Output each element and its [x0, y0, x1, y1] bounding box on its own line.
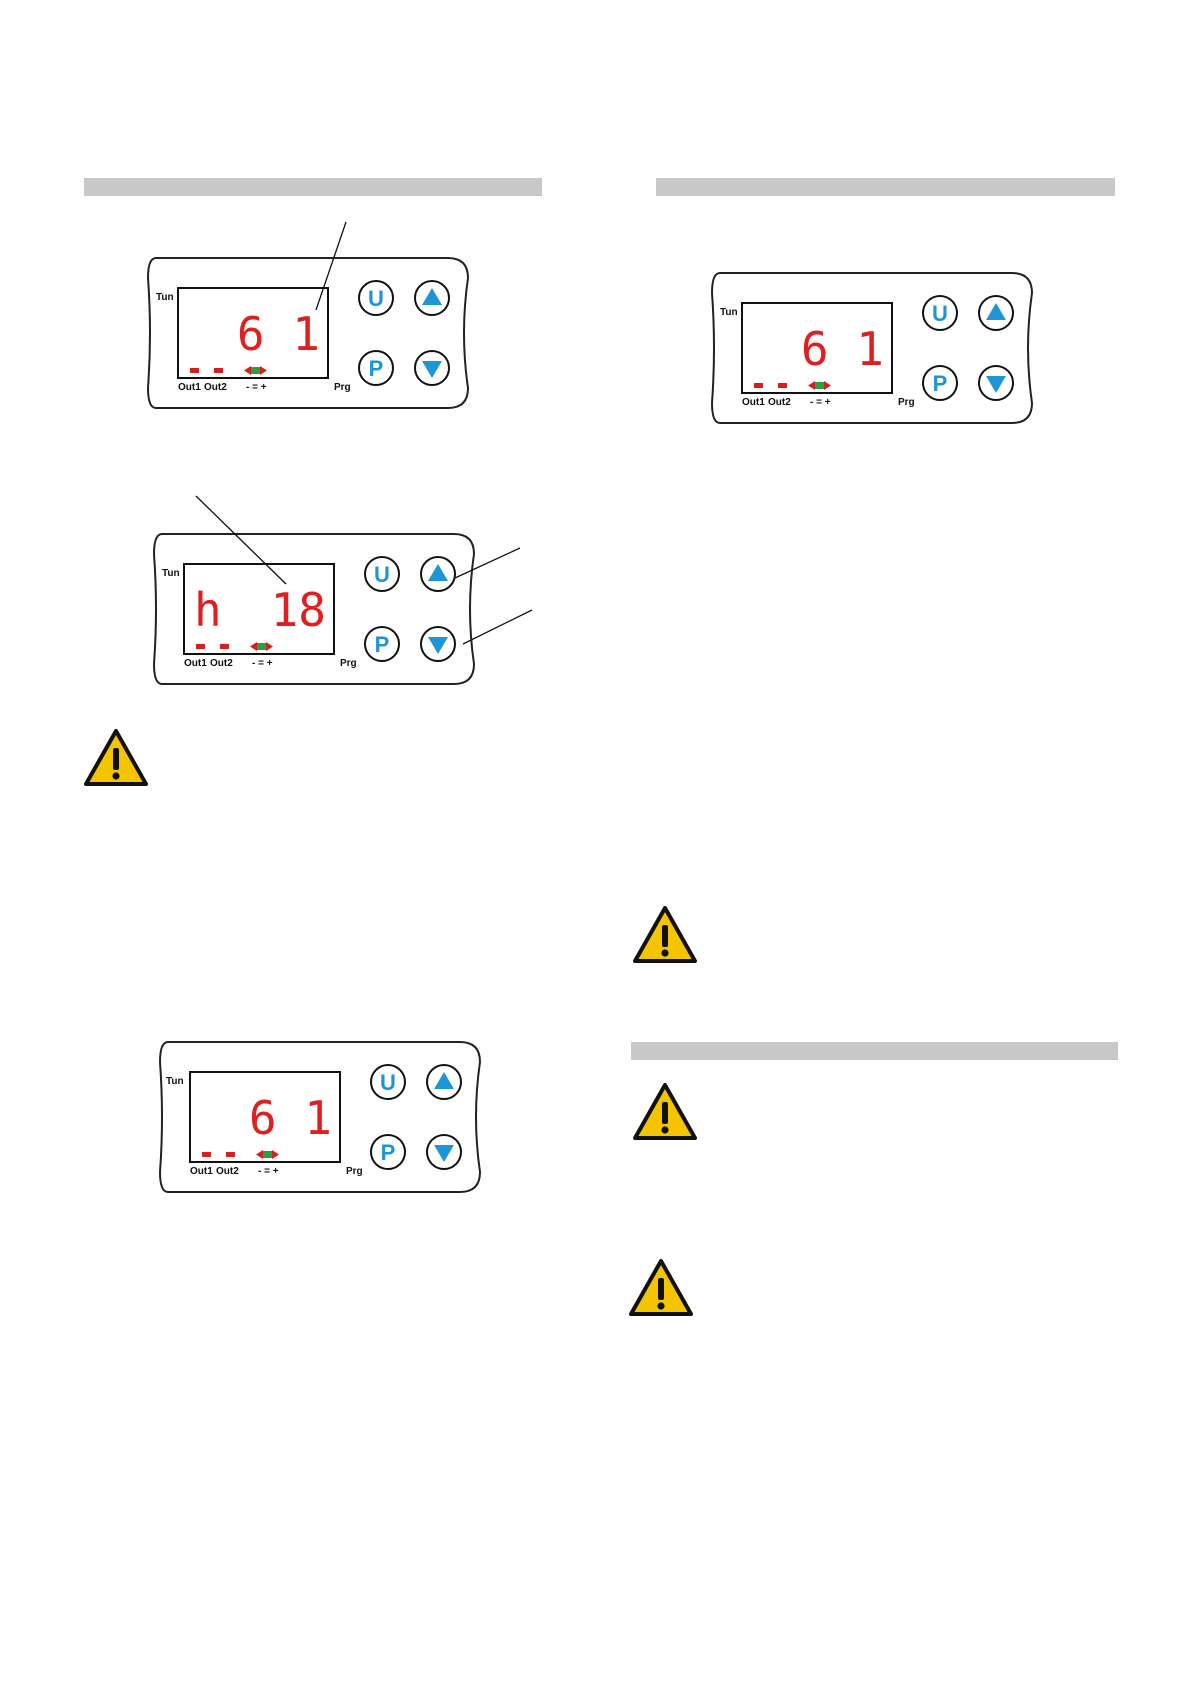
center-led: [263, 1151, 272, 1158]
out1-led: [202, 1152, 211, 1157]
svg-text:P: P: [375, 632, 390, 657]
controller-panel-3: Tun 6 1 Out1 Out2 - = + Prg U P: [158, 1041, 482, 1193]
out2-led: [778, 383, 787, 388]
controller-panel-4: Tun 6 1 Out1 Out2 - = + Prg U P: [710, 272, 1034, 424]
prg-label: Prg: [898, 397, 915, 408]
right-arrow-led: [272, 1150, 279, 1159]
p-button[interactable]: P: [370, 1134, 406, 1170]
arrow-up-icon: [986, 303, 1006, 320]
prg-label: Prg: [340, 658, 357, 669]
controller-panel-2: Tun h 18 Out1 Out2 - = + Prg U P: [152, 533, 476, 685]
u-button[interactable]: U: [370, 1064, 406, 1100]
center-led: [251, 367, 260, 374]
left-arrow-led: [244, 366, 251, 375]
scale-label: - = +: [258, 1166, 279, 1177]
out2-led: [226, 1152, 235, 1157]
up-button[interactable]: [426, 1064, 462, 1100]
display-value: 6 1: [237, 307, 320, 361]
left-arrow-led: [256, 1150, 263, 1159]
arrow-up-icon: [434, 1072, 454, 1089]
arrow-down-icon: [422, 361, 442, 378]
warning-triangle-icon: [628, 1258, 694, 1318]
svg-text:P: P: [369, 356, 384, 381]
prg-label: Prg: [334, 382, 351, 393]
down-button[interactable]: [414, 350, 450, 386]
tun-label: Tun: [720, 307, 738, 318]
display-value: 6 1: [249, 1091, 332, 1145]
down-button[interactable]: [426, 1134, 462, 1170]
scale-label: - = +: [252, 658, 273, 669]
up-button[interactable]: [420, 556, 456, 592]
out2-label: Out2: [768, 397, 791, 408]
svg-text:P: P: [933, 371, 948, 396]
svg-text:U: U: [932, 301, 948, 326]
arrow-down-icon: [434, 1145, 454, 1162]
display-window: [741, 302, 893, 394]
display-value: 18: [271, 583, 326, 637]
arrow-down-icon: [428, 637, 448, 654]
out1-label: Out1: [190, 1166, 213, 1177]
prg-label: Prg: [346, 1166, 363, 1177]
display-window: [177, 287, 329, 379]
display-left-digit: h: [194, 583, 222, 637]
left-arrow-led: [250, 642, 257, 651]
out2-label: Out2: [216, 1166, 239, 1177]
arrow-down-icon: [986, 376, 1006, 393]
out1-led: [754, 383, 763, 388]
out2-label: Out2: [204, 382, 227, 393]
section-header-bar-right-lower: [631, 1042, 1118, 1060]
down-button[interactable]: [978, 365, 1014, 401]
center-led: [257, 643, 266, 650]
right-arrow-led: [266, 642, 273, 651]
section-header-bar-right: [656, 178, 1115, 196]
out1-led: [190, 368, 199, 373]
warning-triangle-icon: [83, 728, 149, 788]
svg-text:U: U: [380, 1070, 396, 1095]
p-button[interactable]: P: [364, 626, 400, 662]
section-header-bar-left: [84, 178, 542, 196]
display-window: [189, 1071, 341, 1163]
u-button[interactable]: U: [922, 295, 958, 331]
p-button[interactable]: P: [358, 350, 394, 386]
out2-led: [220, 644, 229, 649]
svg-text:P: P: [381, 1140, 396, 1165]
tun-label: Tun: [166, 1076, 184, 1087]
tun-label: Tun: [156, 292, 174, 303]
center-led: [815, 382, 824, 389]
out1-label: Out1: [742, 397, 765, 408]
down-button[interactable]: [420, 626, 456, 662]
u-button[interactable]: U: [358, 280, 394, 316]
right-arrow-led: [260, 366, 267, 375]
svg-text:U: U: [374, 562, 390, 587]
out1-label: Out1: [178, 382, 201, 393]
up-button[interactable]: [978, 295, 1014, 331]
out1-label: Out1: [184, 658, 207, 669]
tun-label: Tun: [162, 568, 180, 579]
out1-led: [196, 644, 205, 649]
scale-label: - = +: [246, 382, 267, 393]
controller-panel-1: Tun 6 1 Out1 Out2 - = + Prg U P: [146, 257, 470, 409]
warning-triangle-icon: [632, 905, 698, 965]
up-button[interactable]: [414, 280, 450, 316]
u-button[interactable]: U: [364, 556, 400, 592]
display-value: 6 1: [801, 322, 884, 376]
svg-text:U: U: [368, 286, 384, 311]
left-arrow-led: [808, 381, 815, 390]
arrow-up-icon: [422, 288, 442, 305]
out2-label: Out2: [210, 658, 233, 669]
arrow-up-icon: [428, 564, 448, 581]
right-arrow-led: [824, 381, 831, 390]
out2-led: [214, 368, 223, 373]
warning-triangle-icon: [632, 1082, 698, 1142]
p-button[interactable]: P: [922, 365, 958, 401]
scale-label: - = +: [810, 397, 831, 408]
